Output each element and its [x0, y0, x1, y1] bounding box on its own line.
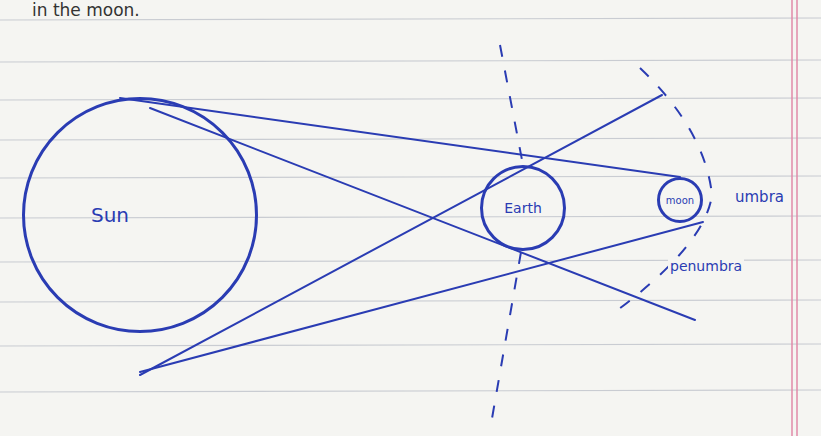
- body-label: Earth: [504, 200, 542, 216]
- earth-circle: Earth: [480, 165, 566, 251]
- note-text: in the moon.: [30, 0, 142, 20]
- body-label: Sun: [91, 203, 129, 227]
- penumbra-label: penumbra: [668, 258, 744, 274]
- ruled-lines: [0, 18, 821, 392]
- body-label: moon: [666, 195, 694, 206]
- margin-line: [792, 0, 797, 436]
- sun-circle: Sun: [22, 97, 258, 333]
- orbit-dashes: [490, 45, 712, 430]
- moon-circle: moon: [657, 177, 703, 223]
- umbra-label: umbra: [733, 188, 786, 206]
- light-rays: [120, 95, 703, 375]
